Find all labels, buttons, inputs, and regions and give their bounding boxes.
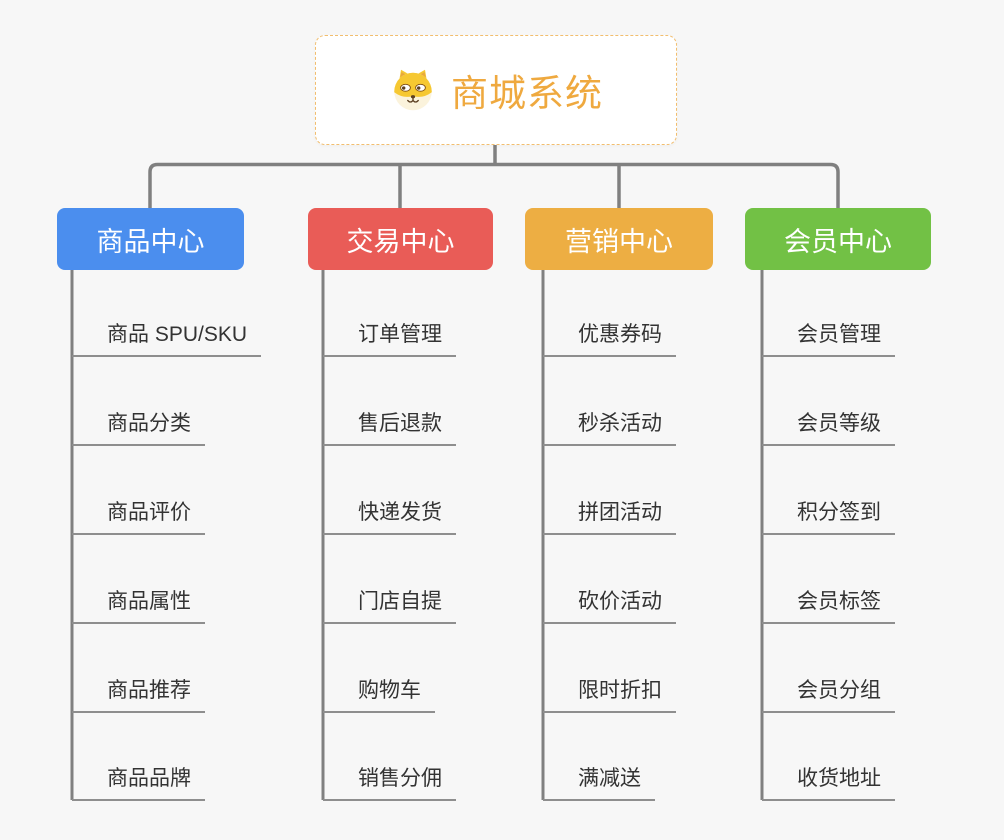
- child-topic[interactable]: 会员管理: [762, 311, 895, 357]
- child-topic[interactable]: 优惠券码: [543, 311, 676, 357]
- child-topic[interactable]: 快递发货: [323, 489, 456, 535]
- root-title: 商城系统: [451, 73, 603, 114]
- branch-node-product-center[interactable]: 商品中心: [57, 208, 244, 270]
- child-topic[interactable]: 门店自提: [323, 578, 456, 624]
- dog-face-icon: [394, 69, 432, 111]
- child-topic[interactable]: 限时折扣: [543, 667, 676, 713]
- child-topic[interactable]: 购物车: [323, 667, 435, 713]
- branch-node-marketing-center[interactable]: 营销中心: [525, 208, 713, 270]
- child-topic[interactable]: 商品评价: [72, 489, 205, 535]
- child-topic[interactable]: 商品分类: [72, 400, 205, 446]
- child-topic[interactable]: 砍价活动: [543, 578, 676, 624]
- branch-node-trade-center[interactable]: 交易中心: [308, 208, 493, 270]
- child-topic[interactable]: 商品品牌: [72, 755, 205, 801]
- root-node[interactable]: 商城系统: [315, 35, 677, 145]
- branch-node-member-center[interactable]: 会员中心: [745, 208, 931, 270]
- child-topic[interactable]: 商品 SPU/SKU: [72, 311, 262, 357]
- child-topic[interactable]: 收货地址: [762, 755, 895, 801]
- child-topic[interactable]: 会员等级: [762, 400, 895, 446]
- child-topic[interactable]: 商品推荐: [72, 667, 205, 713]
- child-topic[interactable]: 会员分组: [762, 667, 895, 713]
- child-topic[interactable]: 满减送: [543, 755, 655, 801]
- child-topic[interactable]: 秒杀活动: [543, 400, 676, 446]
- main-rail-line: [148, 162, 840, 209]
- child-topic[interactable]: 会员标签: [762, 578, 895, 624]
- child-topic[interactable]: 拼团活动: [543, 489, 676, 535]
- child-topic[interactable]: 订单管理: [323, 311, 456, 357]
- child-topic[interactable]: 售后退款: [323, 400, 456, 446]
- child-topic[interactable]: 商品属性: [72, 578, 205, 624]
- child-topic[interactable]: 销售分佣: [323, 755, 456, 801]
- child-topic[interactable]: 积分签到: [762, 489, 895, 535]
